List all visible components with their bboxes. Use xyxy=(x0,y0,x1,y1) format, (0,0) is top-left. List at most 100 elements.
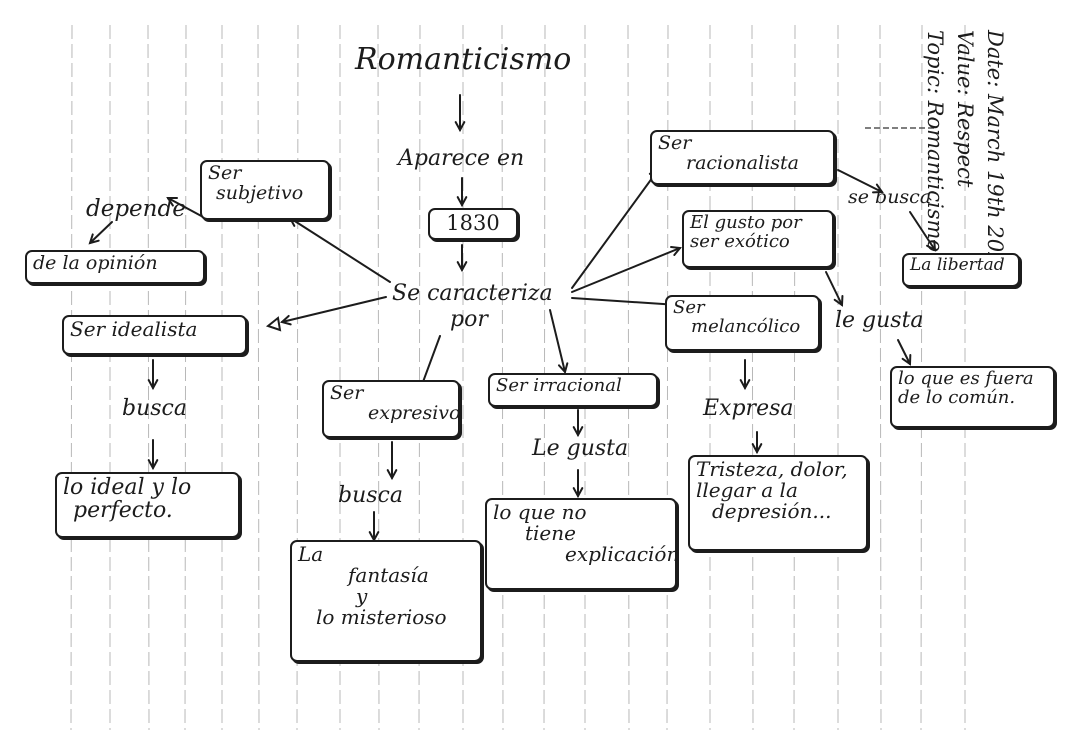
rule-line xyxy=(147,24,150,731)
open-arrow-head xyxy=(265,316,282,332)
arrow-head xyxy=(739,379,751,391)
rule-line xyxy=(184,24,187,731)
header-topic: Topic: Romanticismo xyxy=(923,30,947,253)
de-la-opinion-box: de la opinión xyxy=(25,250,205,284)
lo-ideal-line1: lo ideal y lo xyxy=(63,475,192,500)
gusto-exotico-line1: El gusto por xyxy=(690,212,802,233)
connector-line xyxy=(571,169,659,289)
arrow-head xyxy=(557,362,569,375)
ser-subjetivo-line1: Ser xyxy=(208,162,242,184)
tristeza-line2: llegar a la xyxy=(696,478,798,502)
header-date: Date: March 19th 2025 xyxy=(983,30,1007,279)
ser-subjetivo-line2: subjetivo xyxy=(216,181,304,204)
arrow-head xyxy=(166,196,178,207)
rule-line xyxy=(377,24,380,731)
fuera-comun-box: lo que es fuera de lo común. xyxy=(890,366,1055,428)
tristeza-box: Tristeza, dolor, llegar a la depresión..… xyxy=(688,455,868,551)
por-label: por xyxy=(450,307,488,332)
rule-line xyxy=(418,24,421,731)
ser-melancolico-line1: Ser xyxy=(673,297,705,318)
ser-irracional-box: Ser irracional xyxy=(488,373,658,407)
ser-expresivo-line1: Ser xyxy=(330,382,364,404)
connector-line xyxy=(897,339,911,365)
year-label: 1830 xyxy=(446,211,500,235)
tristeza-line3: depresión... xyxy=(712,499,832,523)
left-busca-label: busca xyxy=(122,396,187,421)
ser-irracional-label: Ser irracional xyxy=(496,375,622,396)
fuera-comun-line1: lo que es fuera xyxy=(898,368,1034,389)
arrow-head xyxy=(88,233,100,245)
connector-line xyxy=(571,247,681,293)
arrow-head xyxy=(901,354,912,366)
gusto-exotico-box: El gusto por ser exótico xyxy=(682,210,834,268)
sin-explicacion-line2: tiene xyxy=(525,521,576,545)
se-busca-label: se busca xyxy=(848,186,932,208)
arrow-head xyxy=(454,121,466,133)
sin-explicacion-box: lo que no tiene explicación xyxy=(485,498,680,590)
connector-line xyxy=(167,197,206,219)
connector-arrows xyxy=(88,94,937,543)
rule-line xyxy=(70,24,73,731)
connector-line xyxy=(281,296,387,323)
gusto-exotico-line2: ser exótico xyxy=(690,230,790,252)
ser-melancolico-line2: melancólico xyxy=(691,315,801,337)
header-block: Date: March 19th 2025 Value: Respect Top… xyxy=(920,30,1010,279)
ser-expresivo-box: Ser expresivo xyxy=(322,380,460,438)
fuera-comun-line2: de lo común. xyxy=(898,386,1016,408)
arrow-head xyxy=(751,443,763,455)
ser-subjetivo-box: Ser subjetivo xyxy=(200,160,330,220)
arrow-head xyxy=(833,295,844,307)
middle-le-gusta-label: Le gusta xyxy=(532,436,629,461)
year-box: 1830 xyxy=(428,208,518,240)
arrow-head xyxy=(670,245,682,256)
ser-idealista-box: Ser idealista xyxy=(62,315,247,355)
arrow-head xyxy=(572,487,584,499)
arrow-head xyxy=(279,314,292,326)
connector-line xyxy=(837,169,883,193)
fantasia-line2: fantasía xyxy=(348,563,429,587)
arrow-head xyxy=(147,379,159,391)
map-title: Romanticismo xyxy=(355,42,572,77)
arrow-head xyxy=(456,261,468,273)
arrow-head xyxy=(386,469,398,481)
arrow-head xyxy=(572,426,584,438)
ser-racionalista-line2: racionalista xyxy=(686,151,799,174)
ser-racionalista-box: Ser racionalista xyxy=(650,130,835,185)
sin-explicacion-line3: explicación xyxy=(565,542,680,566)
arrow-head xyxy=(926,240,937,252)
rule-line xyxy=(879,24,882,731)
se-caracteriza-label: Se caracteriza xyxy=(392,281,553,306)
connector-line xyxy=(289,217,391,283)
right-le-gusta-label: le gusta xyxy=(835,308,924,333)
fantasia-line3: y xyxy=(356,584,368,608)
rule-line xyxy=(296,24,299,731)
ser-racionalista-line1: Ser xyxy=(658,132,692,154)
ser-idealista-label: Ser idealista xyxy=(70,317,198,341)
la-libertad-box: La libertad xyxy=(902,253,1020,287)
middle-busca-label: busca xyxy=(338,483,403,508)
aparece-en-label: Aparece en xyxy=(398,146,525,171)
connector-line xyxy=(909,211,936,251)
ser-expresivo-line2: expresivo xyxy=(368,401,461,424)
connector-line xyxy=(825,271,843,306)
arrow-head xyxy=(872,183,884,194)
connector-line xyxy=(89,221,113,244)
depende-label: depende xyxy=(86,196,186,222)
la-libertad-label: La libertad xyxy=(910,255,1005,275)
arrow-head xyxy=(147,459,159,471)
sin-explicacion-line1: lo que no xyxy=(493,500,587,524)
tristeza-line1: Tristeza, dolor, xyxy=(696,457,848,481)
lo-ideal-line2: perfecto. xyxy=(73,498,173,524)
connector-line xyxy=(549,309,566,373)
header-value: Value: Respect xyxy=(953,30,977,188)
fantasia-line4: lo misterioso xyxy=(316,605,447,629)
expresa-label: Expresa xyxy=(703,396,794,421)
fantasia-box: La fantasía y lo misterioso xyxy=(290,540,482,662)
ser-melancolico-box: Ser melancólico xyxy=(665,295,820,351)
connector-line xyxy=(571,297,679,306)
rule-line xyxy=(257,24,260,731)
de-la-opinion-label: de la opinión xyxy=(33,252,158,274)
lo-ideal-box: lo ideal y lo perfecto. xyxy=(55,472,240,538)
fantasia-line1: La xyxy=(298,542,324,566)
